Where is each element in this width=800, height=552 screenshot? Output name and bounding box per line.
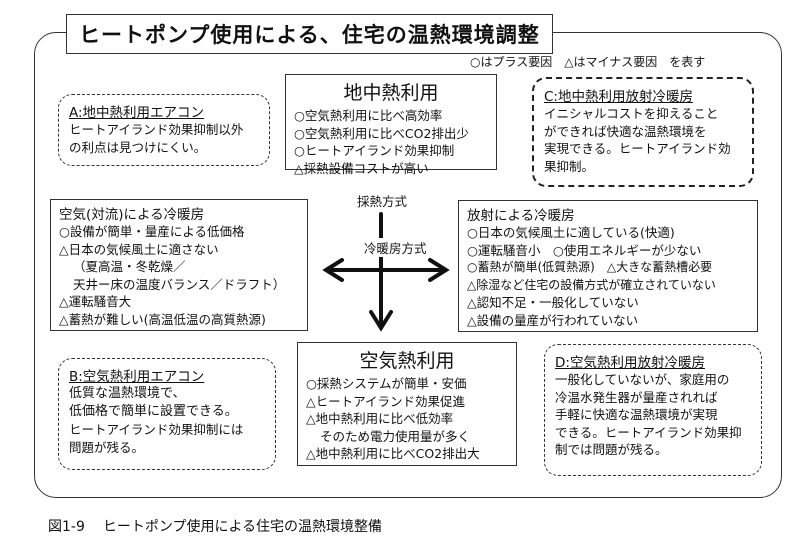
diagram-title: ヒートポンプ使用による、住宅の温熱環境調整 bbox=[66, 14, 553, 54]
convection-line: △蓄熱が難しい(高温低温の高質熱源) bbox=[59, 311, 266, 327]
box-c-line: ができれば快適な温熱環境を bbox=[544, 123, 707, 139]
axes-arrows bbox=[322, 212, 450, 332]
box-c-line: 実現できる。ヒートアイランド効 bbox=[544, 141, 731, 156]
box-c-line: 果抑制。 bbox=[544, 158, 595, 174]
convection-line: ○設備が簡単・量産による低価格 bbox=[59, 224, 245, 239]
ground-heat-heading: 地中熱利用 bbox=[343, 82, 439, 104]
horizontal-axis-label: 冷暖房方式 bbox=[362, 238, 429, 257]
legend: ○はプラス要因 △はマイナス要因 を表す bbox=[470, 55, 706, 69]
vertical-axis-label: 採熱方式 bbox=[355, 191, 410, 210]
ground-heat-line: ○空気熱利用に比べCO2排出少 bbox=[294, 125, 469, 141]
air-heat-line: ○採熱システムが簡単・安価 bbox=[306, 376, 467, 391]
air-heat-heading: 空気熱利用 bbox=[359, 350, 455, 372]
box-d-line: 冷温水発生器が量産されれば bbox=[555, 389, 718, 405]
radiation-heading: 放射による冷暖房 bbox=[467, 208, 575, 224]
ground-heat-line: △採熱設備コストが高い bbox=[294, 160, 429, 176]
air-heat-line: △ヒートアイランド効果促進 bbox=[306, 393, 465, 409]
radiation-line: ○蓄熱が簡単(低質熱源) △大きな蓄熱槽必要 bbox=[467, 260, 713, 274]
convection-line: △運転騒音大 bbox=[59, 294, 132, 309]
air-heat-line: △地中熱利用に比べ低効率 bbox=[306, 411, 454, 426]
arrow-right-icon bbox=[428, 258, 450, 282]
box-c: C:地中熱利用放射冷暖房 イニシャルコストを抑えること ができれば快適な温熱環境… bbox=[532, 77, 754, 187]
convection-heading: 空気(対流)による冷暖房 bbox=[59, 207, 205, 223]
box-d-line: 制では問題が残る。 bbox=[555, 442, 668, 457]
radiation-line: △除湿など住宅の設備方式が確立されていない bbox=[467, 277, 716, 292]
box-c-heading: C:地中熱利用放射冷暖房 bbox=[544, 89, 693, 105]
box-d: D:空気熱利用放射冷暖房 一般化していないが、家庭用の 冷温水発生器が量産されれ… bbox=[544, 344, 762, 476]
box-d-line: 手軽に快適な温熱環境が実現 bbox=[555, 407, 718, 422]
arrow-down-icon bbox=[369, 310, 393, 332]
convection-line: 天井ー床の温度バランス／ドラフト） bbox=[73, 276, 286, 292]
box-a-line: の利点は見つけにくい。 bbox=[69, 139, 207, 155]
radiation-line: △認知不足・一般化していない bbox=[467, 295, 639, 310]
box-b: B:空気熱利用エアコン 低質な温熱環境で、 低価格で簡単に設置できる。 ヒートア… bbox=[58, 358, 276, 470]
radiation-line: ○日本の気候風土に適している(快適) bbox=[467, 225, 675, 240]
figure-caption: 図1-9 ヒートポンプ使用による住宅の温熱環境整備 bbox=[48, 516, 400, 536]
air-heat-line: そのため電力使用量が多く bbox=[320, 428, 471, 444]
box-d-line: できる。ヒートアイランド効果抑 bbox=[555, 424, 742, 440]
box-b-line: ヒートアイランド効果抑制には bbox=[69, 422, 244, 437]
convection-box: 空気(対流)による冷暖房 ○設備が簡単・量産による低価格 △日本の気候風土に適さ… bbox=[50, 199, 308, 331]
box-d-line: 一般化していないが、家庭用の bbox=[555, 372, 730, 387]
ground-heat-line: ○空気熱利用に比べ高効率 bbox=[294, 108, 443, 123]
radiation-box: 放射による冷暖房 ○日本の気候風土に適している(快適) ○運転騒音小 ○使用エネ… bbox=[458, 200, 758, 332]
convection-line: （夏高温・冬乾燥／ bbox=[73, 259, 186, 274]
figure-number: 図1-9 bbox=[48, 519, 85, 535]
box-d-heading: D:空気熱利用放射冷暖房 bbox=[555, 355, 705, 371]
ground-heat-line: ○ヒートアイランド効果抑制 bbox=[294, 143, 455, 158]
box-a-heading: A:地中熱利用エアコン bbox=[69, 105, 205, 121]
ground-heat-box: 地中熱利用 ○空気熱利用に比べ高効率 ○空気熱利用に比べCO2排出少 ○ヒートア… bbox=[285, 74, 497, 176]
convection-line: △日本の気候風土に適さない bbox=[59, 241, 219, 257]
box-c-line: イニシャルコストを抑えること bbox=[544, 106, 719, 121]
air-heat-line: △地中熱利用に比べCO2排出大 bbox=[306, 446, 480, 461]
box-b-line: 低価格で簡単に設置できる。 bbox=[69, 404, 238, 419]
box-b-line: 問題が残る。 bbox=[69, 439, 145, 455]
radiation-line: ○運転騒音小 ○使用エネルギーが少ない bbox=[467, 242, 702, 258]
radiation-line: △設備の量産が行われていない bbox=[467, 312, 639, 328]
arrow-left-icon bbox=[322, 258, 344, 282]
air-heat-box: 空気熱利用 ○採熱システムが簡単・安価 △ヒートアイランド効果促進 △地中熱利用… bbox=[297, 342, 517, 466]
box-b-heading: B:空気熱利用エアコン bbox=[69, 369, 205, 385]
figure-caption-text: ヒートポンプ使用による住宅の温熱環境整備 bbox=[102, 519, 383, 535]
box-a-line: ヒートアイランド効果抑制以外 bbox=[69, 122, 244, 137]
box-b-line: 低質な温熱環境で、 bbox=[69, 386, 186, 401]
box-a: A:地中熱利用エアコン ヒートアイランド効果抑制以外 の利点は見つけにくい。 bbox=[58, 94, 270, 166]
